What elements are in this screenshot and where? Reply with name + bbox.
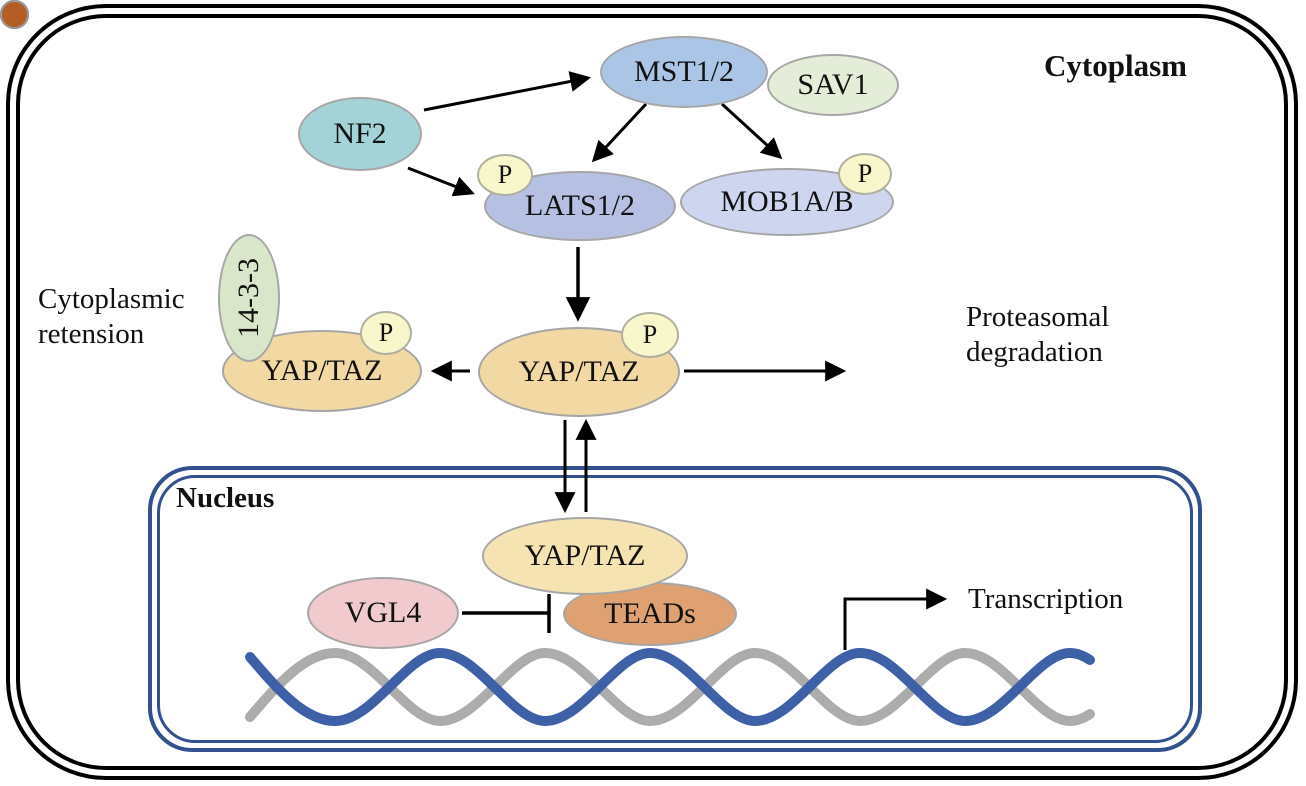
proteasomal-degradation-label: Proteasomal degradation: [966, 300, 1109, 370]
cell-membrane-inner-line: [16, 14, 1288, 770]
node-yap-taz-nucleus: YAP/TAZ: [482, 517, 688, 595]
cytoplasmic-retention-label: Cytoplasmic retension: [38, 282, 185, 352]
phospho-badge-lats12: P: [477, 154, 533, 196]
nucleus-region-label: Nucleus: [176, 482, 275, 514]
node-nf2: NF2: [298, 97, 422, 171]
nucleus-membrane-inner-line: [157, 475, 1193, 743]
node-vgl4-label: VGL4: [344, 596, 422, 629]
cytoplasm-region-label: Cytoplasm: [1044, 48, 1187, 83]
node-nf2-label: NF2: [333, 117, 387, 150]
node-lats12: LATS1/2: [484, 171, 676, 241]
proteasomal-degradation-line1: Proteasomal: [966, 301, 1110, 333]
phospho-badge-yap-taz-retained-label: P: [378, 318, 394, 347]
phospho-badge-mob1ab-label: P: [857, 159, 873, 188]
node-14-3-3: 14-3-3: [218, 234, 280, 362]
phospho-badge-yap-taz-cytoplasm: P: [621, 312, 679, 358]
node-lats12-label: LATS1/2: [524, 189, 635, 222]
node-mob1ab-label: MOB1A/B: [720, 185, 854, 218]
node-mst12: MST1/2: [600, 36, 768, 108]
node-mst12-label: MST1/2: [633, 55, 735, 88]
cell-membrane-outer-line: [6, 4, 1298, 780]
cytoplasmic-retention-line1: Cytoplasmic: [38, 283, 185, 315]
node-sav1: SAV1: [767, 54, 899, 116]
node-yap-taz-nucleus-label: YAP/TAZ: [524, 539, 646, 572]
node-yap-taz-retained-label: YAP/TAZ: [261, 354, 383, 387]
phospho-badge-lats12-label: P: [497, 160, 513, 189]
node-teads-label: TEADs: [604, 597, 696, 630]
cytoplasmic-retention-line2: retension: [38, 318, 145, 350]
proteasome-particle: [0, 0, 29, 29]
phospho-badge-yap-taz-cytoplasm-label: P: [642, 320, 658, 349]
node-vgl4: VGL4: [307, 577, 459, 649]
node-yap-taz-cytoplasm-label: YAP/TAZ: [518, 355, 640, 388]
phospho-badge-mob1ab: P: [838, 153, 892, 195]
node-yap-taz-cytoplasm: YAP/TAZ: [478, 327, 680, 417]
node-sav1-label: SAV1: [797, 68, 869, 101]
proteasomal-degradation-line2: degradation: [966, 336, 1103, 368]
node-14-3-3-label: 14-3-3: [232, 258, 266, 338]
nucleus-membrane-outer-line: [148, 466, 1202, 752]
phospho-badge-yap-taz-retained: P: [360, 311, 412, 355]
transcription-label: Transcription: [968, 583, 1124, 615]
